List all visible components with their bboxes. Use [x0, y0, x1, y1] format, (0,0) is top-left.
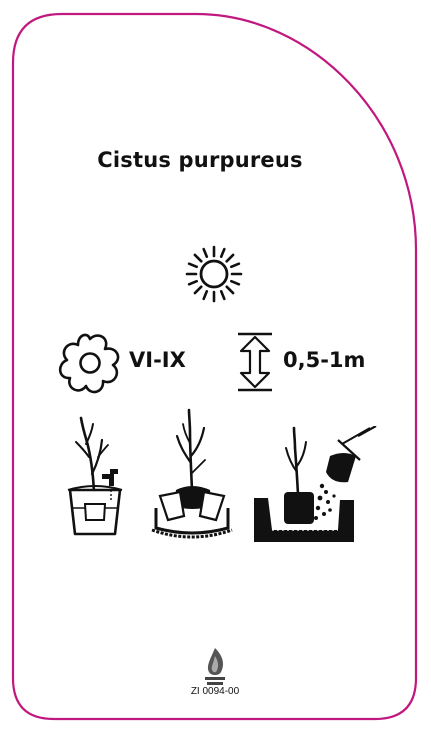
plant-name: Cistus purpureus	[97, 148, 303, 172]
plant-height: 0,5-1m	[283, 348, 366, 372]
remove-pot-icon	[151, 408, 233, 539]
flowering-months: VI-IX	[129, 348, 186, 372]
flower-icon	[58, 333, 120, 394]
sun-icon	[185, 245, 243, 303]
height-arrow-icon	[238, 332, 272, 392]
watering-bucket-icon	[67, 416, 123, 536]
product-code: ZI 0094-00	[190, 686, 240, 697]
plant-in-soil-icon	[254, 426, 377, 542]
flame-logo-icon	[205, 648, 225, 685]
